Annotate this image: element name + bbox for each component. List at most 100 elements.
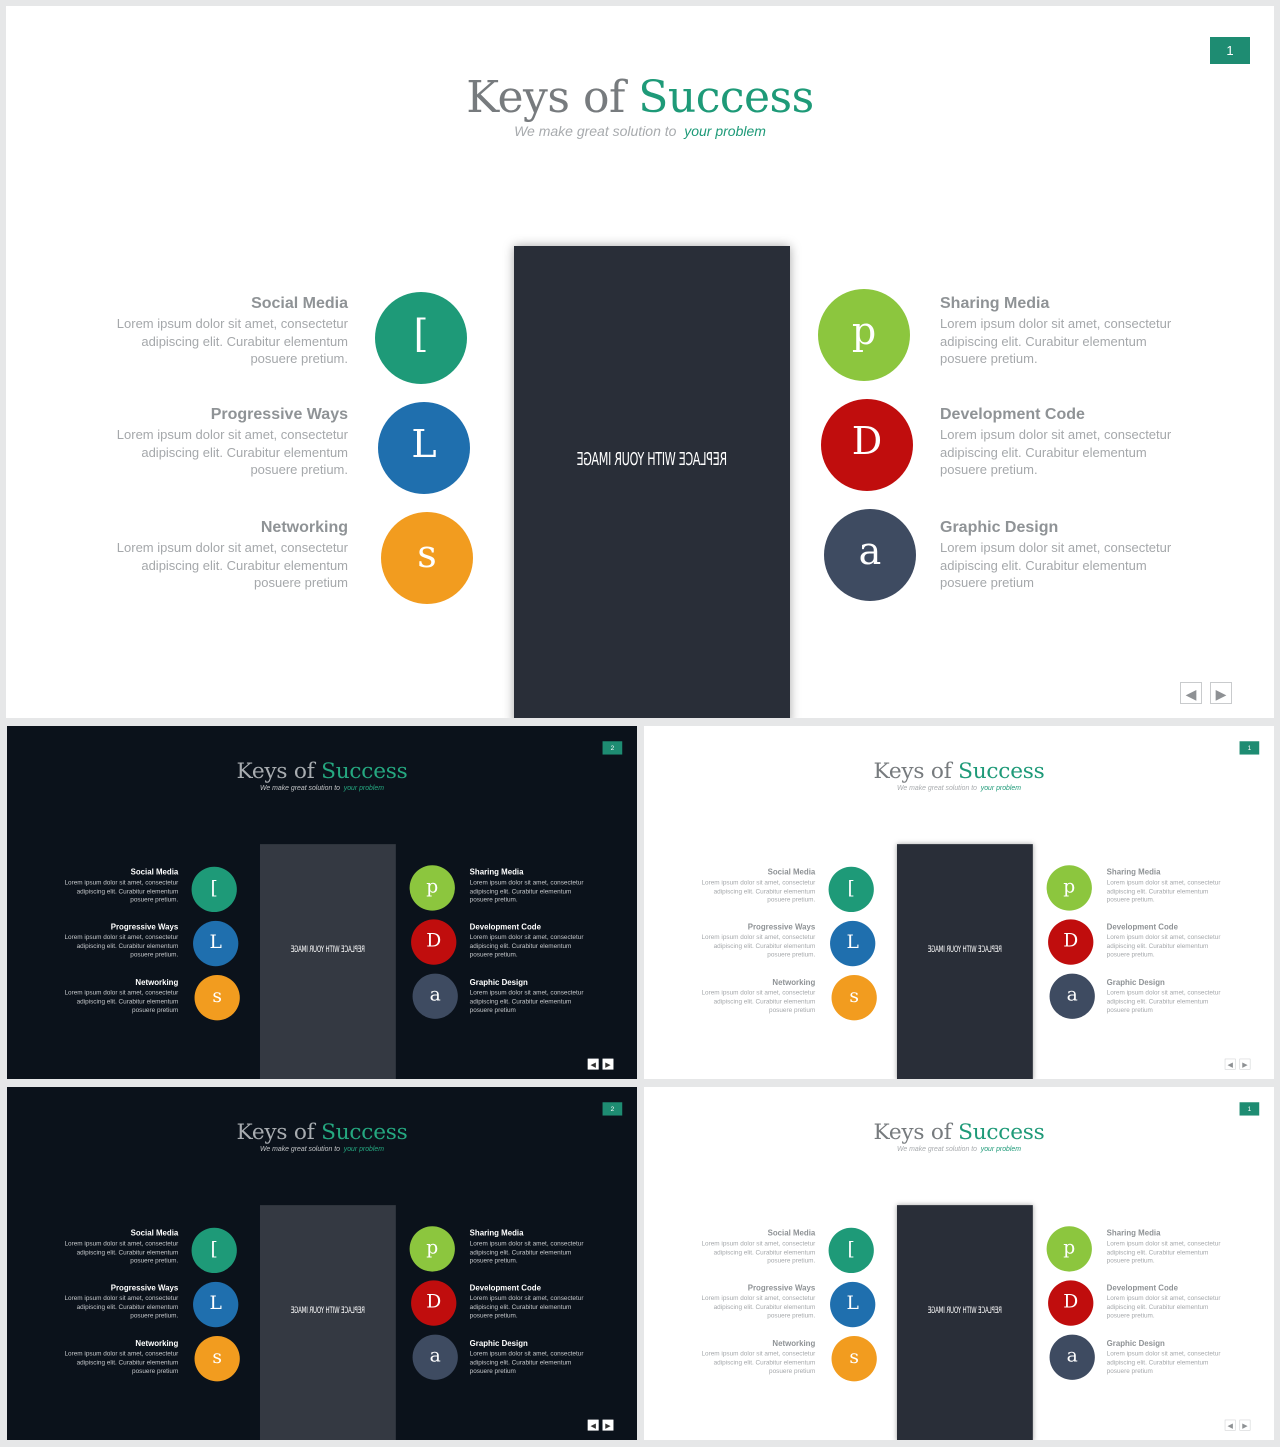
feature-description: Lorem ipsum dolor sit amet, consectetur … (64, 1239, 179, 1265)
phone-placeholder-text: REPLACE WITH YOUR IMAGE (927, 944, 1002, 955)
slide-subtitle: We make great solution to your problem (6, 122, 1274, 140)
feature-title: Development Code (469, 1283, 541, 1293)
sharing-media-icon: p (409, 1226, 455, 1272)
feature-graphic-design: Graphic Design Lorem ipsum dolor sit ame… (1107, 1339, 1230, 1376)
feature-networking: Networking Lorem ipsum dolor sit amet, c… (55, 978, 178, 1015)
feature-description: Lorem ipsum dolor sit amet, consectetur … (469, 1294, 584, 1319)
slide-main[interactable]: 1 Keys of Success We make great solution… (6, 6, 1274, 718)
feature-description: Lorem ipsum dolor sit amet, consectetur … (64, 933, 179, 958)
development-code-icon: D (821, 399, 913, 491)
page-number-badge: 1 (1239, 1102, 1260, 1116)
sharing-media-icon: p (818, 289, 910, 381)
slide-thumb-4[interactable]: 2 Keys of Success We make great solution… (7, 1087, 637, 1440)
feature-title: Networking (135, 1339, 179, 1348)
next-slide-button[interactable]: ▶ (602, 1419, 614, 1431)
feature-description: Lorem ipsum dolor sit amet, consectetur … (940, 427, 1172, 477)
slide-subtitle: We make great solution to your problem (644, 1144, 1274, 1153)
feature-development-code: Development Code Lorem ipsum dolor sit a… (470, 922, 593, 959)
phone-image-placeholder: REPLACE WITH YOUR IMAGE (896, 844, 1033, 1079)
feature-social-media: Social Media Lorem ipsum dolor sit amet,… (692, 1228, 815, 1265)
development-code-icon: D (411, 1280, 457, 1326)
subtitle-part2: your problem (343, 1144, 384, 1153)
subtitle-part2: your problem (684, 123, 766, 139)
feature-description: Lorem ipsum dolor sit amet, consectetur … (701, 1239, 816, 1265)
prev-slide-button[interactable]: ◀ (587, 1058, 599, 1070)
feature-title: Social Media (251, 295, 348, 312)
phone-image-placeholder: REPLACE WITH YOUR IMAGE (259, 844, 396, 1079)
page-number-badge: 2 (602, 1102, 623, 1116)
progressive-ways-icon: L (193, 920, 239, 967)
feature-description: Lorem ipsum dolor sit amet, consectetur … (469, 1349, 584, 1375)
feature-graphic-design: Graphic Design Lorem ipsum dolor sit ame… (470, 1339, 593, 1376)
slide-title: Keys of Success (644, 758, 1274, 784)
subtitle-part1: We make great solution to (897, 1144, 977, 1153)
feature-title: Networking (135, 978, 179, 987)
networking-icon: s (381, 512, 473, 604)
slide-thumb-2[interactable]: 2 Keys of Success We make great solution… (7, 726, 637, 1079)
feature-title: Graphic Design (469, 978, 528, 987)
feature-title: Development Code (940, 406, 1085, 423)
feature-sharing-media: Sharing Media Lorem ipsum dolor sit amet… (1107, 1228, 1230, 1265)
page-number-badge: 1 (1239, 741, 1260, 755)
feature-graphic-design: Graphic Design Lorem ipsum dolor sit ame… (1107, 978, 1230, 1015)
feature-description: Lorem ipsum dolor sit amet, consectetur … (64, 1349, 179, 1375)
feature-sharing-media: Sharing Media Lorem ipsum dolor sit amet… (470, 1228, 593, 1265)
feature-progressive-ways: Progressive Ways Lorem ipsum dolor sit a… (692, 1283, 815, 1320)
progressive-ways-icon: L (830, 920, 876, 967)
slide-title: Keys of Success (7, 758, 637, 784)
feature-title: Social Media (767, 868, 816, 877)
feature-description: Lorem ipsum dolor sit amet, consectetur … (701, 933, 816, 958)
feature-title: Sharing Media (1106, 868, 1161, 877)
next-slide-button[interactable]: ▶ (1239, 1058, 1251, 1070)
feature-networking: Networking Lorem ipsum dolor sit amet, c… (55, 1339, 178, 1376)
feature-title: Graphic Design (469, 1339, 528, 1348)
phone-image-placeholder: REPLACE WITH YOUR IMAGE (514, 246, 790, 718)
subtitle-part2: your problem (980, 1144, 1021, 1153)
feature-description: Lorem ipsum dolor sit amet, consectetur … (116, 316, 348, 366)
slide-thumb-3[interactable]: 1 Keys of Success We make great solution… (644, 726, 1274, 1079)
slide-thumb-5[interactable]: 1 Keys of Success We make great solution… (644, 1087, 1274, 1440)
development-code-icon: D (1048, 919, 1094, 965)
slide-title: Keys of Success (644, 1119, 1274, 1145)
feature-title: Progressive Ways (110, 922, 179, 932)
feature-description: Lorem ipsum dolor sit amet, consectetur … (469, 878, 584, 904)
feature-networking: Networking Lorem ipsum dolor sit amet, c… (98, 517, 348, 592)
networking-icon: s (831, 1336, 877, 1382)
feature-title: Progressive Ways (747, 1283, 816, 1293)
phone-placeholder-text: REPLACE WITH YOUR IMAGE (576, 449, 728, 470)
networking-icon: s (831, 975, 877, 1021)
feature-title: Development Code (1106, 922, 1178, 932)
prev-slide-button[interactable]: ◀ (1224, 1419, 1236, 1431)
networking-icon: s (194, 975, 240, 1021)
feature-progressive-ways: Progressive Ways Lorem ipsum dolor sit a… (98, 404, 348, 479)
title-part1: Keys of (873, 1119, 952, 1145)
feature-title: Graphic Design (940, 519, 1059, 536)
feature-description: Lorem ipsum dolor sit amet, consectetur … (701, 1349, 816, 1375)
feature-description: Lorem ipsum dolor sit amet, consectetur … (940, 540, 1172, 590)
prev-slide-button[interactable]: ◀ (587, 1419, 599, 1431)
social-media-icon: [ (191, 866, 237, 913)
feature-social-media: Social Media Lorem ipsum dolor sit amet,… (692, 867, 815, 904)
phone-image-placeholder: REPLACE WITH YOUR IMAGE (896, 1205, 1033, 1440)
title-part2: Success (638, 72, 814, 123)
feature-sharing-media: Sharing Media Lorem ipsum dolor sit amet… (470, 867, 593, 904)
feature-development-code: Development Code Lorem ipsum dolor sit a… (940, 404, 1190, 479)
feature-title: Networking (772, 978, 816, 987)
next-slide-button[interactable]: ▶ (602, 1058, 614, 1070)
next-slide-button[interactable]: ▶ (1239, 1419, 1251, 1431)
page-number-badge: 2 (602, 741, 623, 755)
feature-description: Lorem ipsum dolor sit amet, consectetur … (469, 1239, 584, 1265)
feature-description: Lorem ipsum dolor sit amet, consectetur … (469, 933, 584, 958)
feature-description: Lorem ipsum dolor sit amet, consectetur … (469, 988, 584, 1014)
prev-slide-button[interactable]: ◀ (1224, 1058, 1236, 1070)
social-media-icon: [ (191, 1227, 237, 1274)
title-part1: Keys of (466, 72, 625, 123)
feature-title: Sharing Media (1106, 1229, 1161, 1238)
feature-description: Lorem ipsum dolor sit amet, consectetur … (64, 878, 179, 904)
phone-placeholder-text: REPLACE WITH YOUR IMAGE (290, 944, 365, 955)
prev-slide-button[interactable]: ◀ (1180, 682, 1202, 704)
feature-title: Networking (260, 519, 348, 536)
next-slide-button[interactable]: ▶ (1210, 682, 1232, 704)
feature-title: Sharing Media (940, 295, 1050, 312)
feature-title: Social Media (130, 1229, 179, 1238)
